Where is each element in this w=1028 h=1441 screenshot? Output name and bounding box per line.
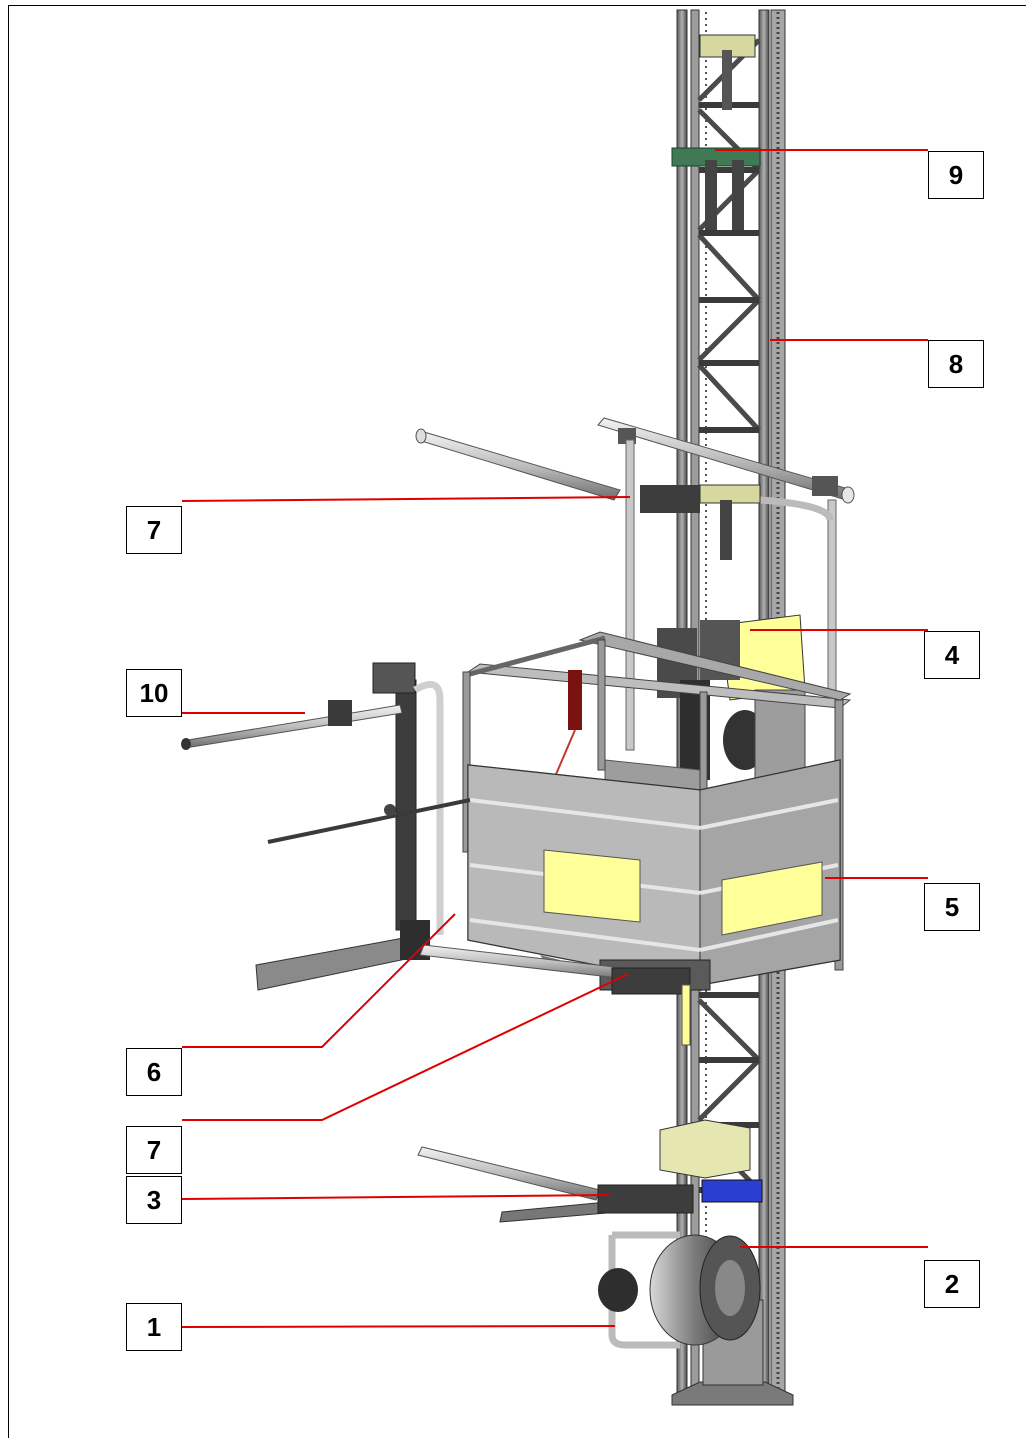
callout-10: 10: [126, 669, 182, 717]
callout-8: 8: [928, 340, 984, 388]
callout-9: 9: [928, 151, 984, 199]
lower-mast-tie: [611, 967, 691, 1046]
callout-4: 4: [924, 631, 980, 679]
callout-7-upper: 7: [126, 506, 182, 554]
side-extension: [181, 662, 641, 991]
callout-1: 1: [126, 1303, 182, 1351]
leader-7b: [182, 973, 629, 1121]
callout-6: 6: [126, 1048, 182, 1096]
callout-3: 3: [126, 1176, 182, 1224]
figure-frame: [8, 5, 1026, 1438]
callout-5: 5: [924, 883, 980, 931]
leader-lines: [181, 149, 928, 1328]
cable-drum-assembly: [598, 1231, 761, 1349]
callout-7-lower: 7: [126, 1126, 182, 1174]
base-tie-and-box: [417, 1119, 763, 1223]
leader-1: [181, 1325, 616, 1328]
leader-3: [181, 1194, 611, 1200]
leader-6: [182, 913, 456, 1048]
upper-mast-tie: [415, 417, 855, 751]
platform-cage: [462, 631, 852, 991]
leader-7a: [181, 496, 631, 502]
callout-2: 2: [924, 1260, 980, 1308]
